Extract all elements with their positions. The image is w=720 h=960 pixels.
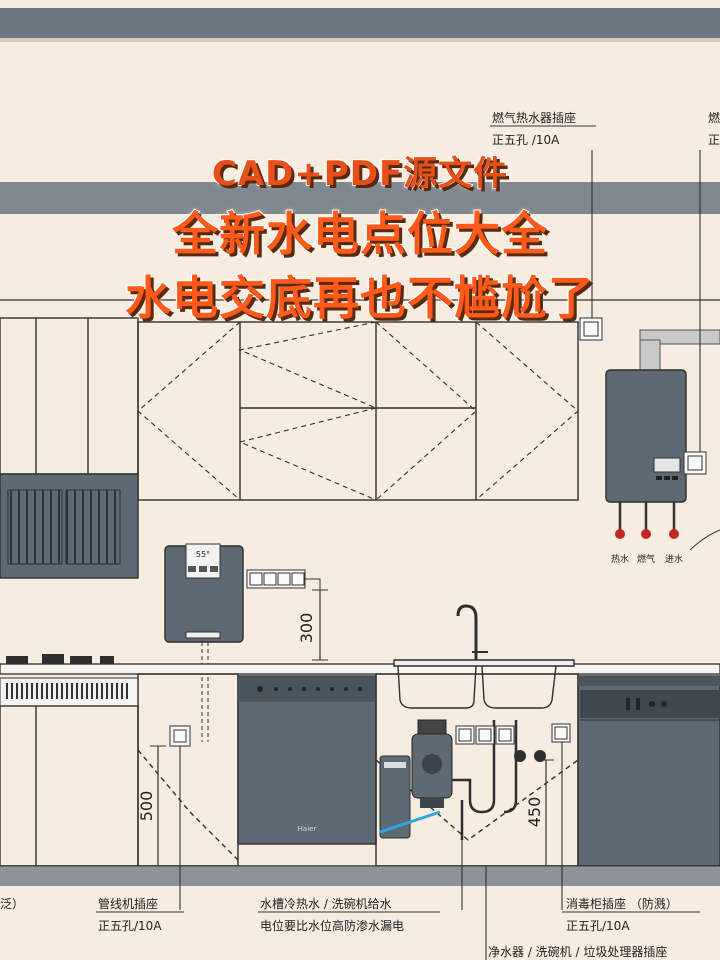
socket-group-wall: [246, 569, 306, 589]
water-valves: [514, 750, 546, 762]
label-steriliser-spec: 正五孔/10A: [566, 919, 630, 933]
stove-grill: [4, 683, 128, 699]
dishwasher-brand: Haier: [298, 825, 317, 833]
label-gas-heater-spec-cut: 正: [708, 133, 720, 147]
ceiling-band: [0, 8, 720, 38]
pipe-water-dispenser: 55°: [164, 543, 244, 643]
headline-line-3: 水电交底再也不尴尬了: [124, 270, 595, 326]
countertop: [0, 663, 720, 675]
dispenser-temp-display: 55°: [196, 550, 210, 559]
label-gas-heater-spec: 正五孔 /10A: [492, 133, 560, 147]
label-bottom-sockets: 净水器 / 洗碗机 / 垃圾处理器插座: [488, 944, 667, 959]
wall-band: [0, 182, 720, 214]
label-gas-heater-socket-cut: 燃: [708, 110, 720, 125]
label-left-cut: 泛）: [0, 897, 24, 911]
headline-line-1: CAD+PDF源文件: [211, 153, 509, 195]
socket-group-sink: [455, 723, 571, 745]
steriliser-cabinet: [577, 675, 720, 867]
dimension-450: 450: [525, 759, 554, 866]
cooktop: [6, 654, 114, 664]
socket-pipe-machine: [169, 725, 191, 864]
label-pipe-socket-spec: 正五孔/10A: [98, 919, 162, 933]
dishwasher: Haier: [237, 675, 377, 845]
drain-pipes: [452, 720, 518, 840]
dimension-500-label: 500: [137, 791, 156, 822]
inlet-water-label: 进水: [665, 553, 683, 565]
headline-line-2: 全新水电点位大全: [171, 206, 548, 262]
label-pipe-socket: 管线机插座: [98, 896, 158, 911]
dimension-500: 500: [137, 745, 166, 866]
ceiling-edge: [0, 38, 720, 42]
hot-water-label: 热水: [611, 553, 629, 565]
label-steriliser-socket: 消毒柜插座 （防溅）: [566, 896, 678, 911]
range-hood: [0, 473, 139, 579]
dimension-450-label: 450: [525, 797, 544, 828]
gas-water-heater: 热水 燃气 进水: [605, 329, 720, 565]
floor-band: [0, 866, 720, 886]
gas-label: 燃气: [637, 553, 655, 565]
sink: [393, 604, 575, 709]
socket-gas-heater-right: [683, 150, 707, 475]
dimension-300: 300: [297, 589, 328, 661]
garbage-disposer: [411, 719, 453, 808]
label-sink-note: 电位要比水位高防渗水漏电: [260, 918, 404, 933]
dimension-300-label: 300: [297, 613, 316, 644]
upper-cabinets: [0, 317, 579, 501]
water-purifier: [379, 755, 411, 839]
label-gas-heater-socket: 燃气热水器插座: [492, 110, 576, 125]
label-sink-water: 水槽冷热水 / 洗碗机给水: [260, 896, 392, 911]
water-line: [379, 810, 441, 834]
socket-gas-heater: [490, 125, 603, 341]
